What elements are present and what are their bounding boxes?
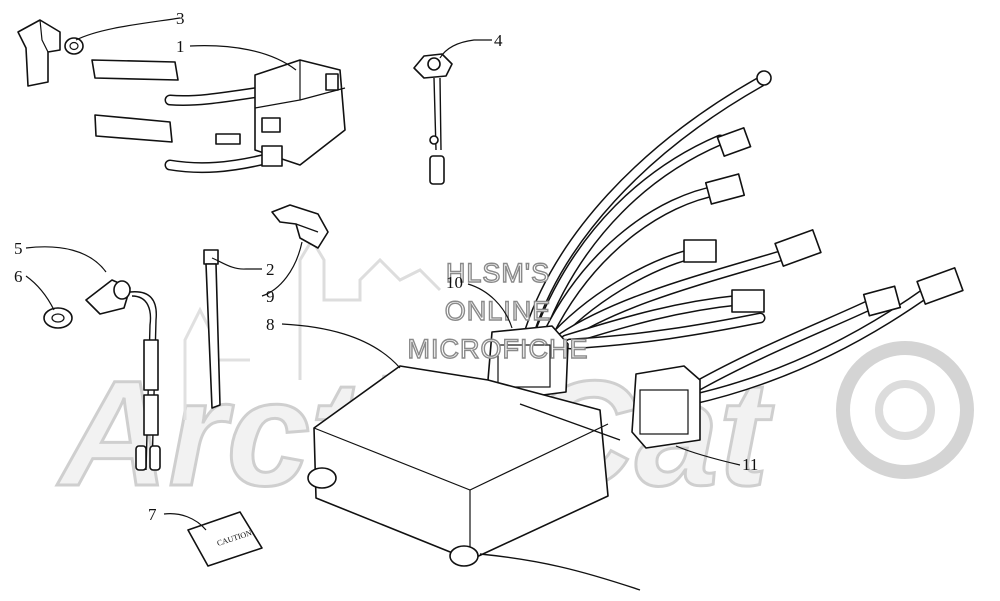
watermark-line-3: MICROFICHE <box>408 334 589 364</box>
callout-10: 10 <box>446 273 463 292</box>
callout-3: 3 <box>176 9 185 28</box>
watermark-line-2: ONLINE <box>445 296 552 326</box>
watermark-line-1: HLSM'S <box>446 258 550 288</box>
callout-1: 1 <box>176 37 185 56</box>
callout-2: 2 <box>266 260 275 279</box>
spark-plug-cap <box>17 19 84 87</box>
harness-clip <box>271 204 329 249</box>
callout-11: 11 <box>742 455 758 474</box>
callout-9: 9 <box>266 287 275 306</box>
microfiche-watermark: HLSM'S ONLINE MICROFICHE <box>407 257 589 364</box>
callout-8: 8 <box>266 315 275 334</box>
callout-6: 6 <box>14 267 23 286</box>
callout-7: 7 <box>148 505 157 524</box>
ignition-coil <box>91 59 346 174</box>
callout-labels: 3 1 4 5 6 2 9 8 10 11 7 <box>14 9 758 524</box>
control-module <box>307 365 641 591</box>
temperature-sensor <box>413 53 453 185</box>
speed-sensor <box>43 279 161 471</box>
callout-4: 4 <box>494 31 503 50</box>
callout-5: 5 <box>14 239 23 258</box>
connector-secondary <box>631 365 701 449</box>
wiring-harness <box>524 70 964 406</box>
cable-tie <box>203 249 221 409</box>
leader-lines <box>25 17 741 531</box>
caution-decal: CAUTION <box>187 511 263 567</box>
